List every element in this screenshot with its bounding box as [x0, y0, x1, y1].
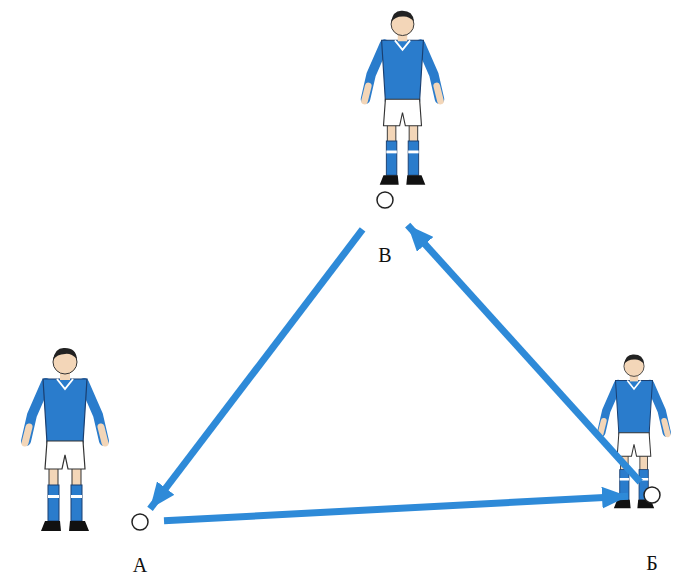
- player-figure: [25, 348, 105, 531]
- position-letter: В: [365, 244, 405, 266]
- ball-symbol: [365, 190, 405, 210]
- position-letter: Б: [632, 552, 672, 574]
- ball: [377, 192, 393, 208]
- ball-symbol: [632, 485, 672, 505]
- pass-arrow: [150, 229, 363, 508]
- ball: [644, 487, 660, 503]
- player-position: Б: [632, 485, 672, 574]
- player-figure: [600, 354, 667, 508]
- player-figure: [365, 11, 441, 185]
- player-position: В: [365, 190, 405, 266]
- pass-arrow: [164, 496, 628, 520]
- pass-arrow: [408, 225, 641, 482]
- position-letter: А: [120, 554, 160, 576]
- player-position: А: [120, 512, 160, 576]
- ball: [132, 514, 148, 530]
- ball-symbol: [120, 512, 160, 532]
